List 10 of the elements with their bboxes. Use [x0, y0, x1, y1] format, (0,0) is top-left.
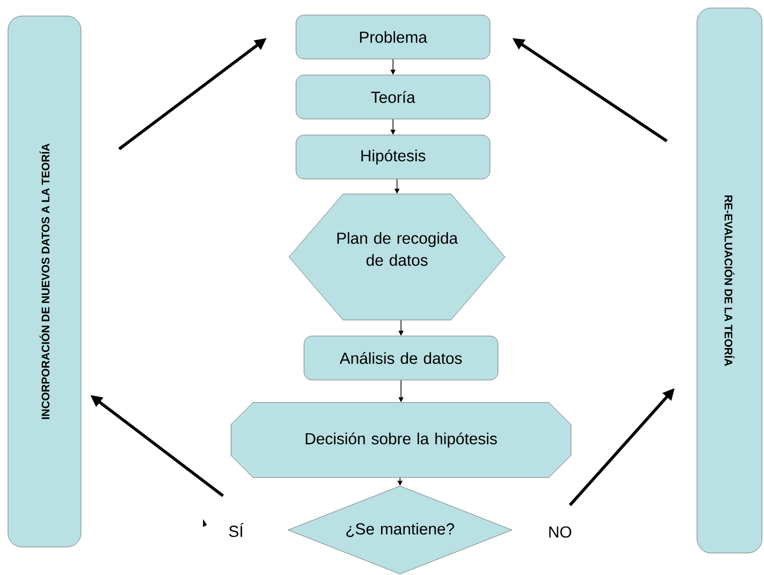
process-box: Problema: [296, 14, 490, 60]
hexagon-box: Plan de recogida de datos: [288, 194, 506, 320]
process-box: Teoría: [296, 74, 490, 120]
side-box: RE-EVALUACIÓN DE LA TEORÍA: [696, 8, 762, 554]
process-box: Análisis de datos: [304, 336, 498, 380]
side-box: INCORPORACIÓN DE NUEVOS DATOS A LA TEORÍA: [8, 16, 82, 548]
process-box: Hipótesis: [296, 134, 490, 180]
octagon-box: Decisión sobre la hipótesis: [230, 402, 572, 478]
branch-label: NO: [549, 526, 572, 538]
branch-label: SÍ: [229, 522, 244, 537]
